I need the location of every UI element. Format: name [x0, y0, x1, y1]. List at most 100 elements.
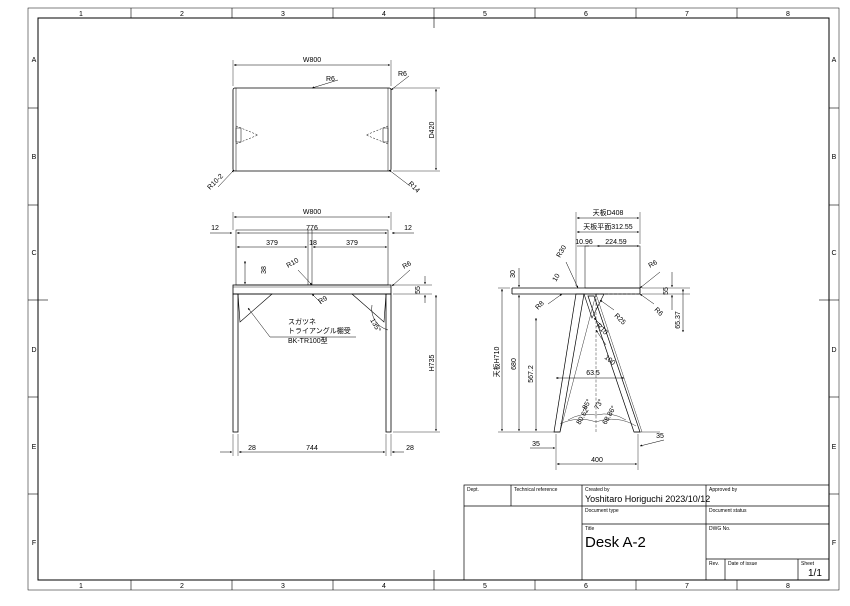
note-line: BK-TR100型 [288, 336, 328, 345]
row-label: B [32, 154, 37, 161]
dim-value: 680 [511, 358, 518, 370]
front-view [210, 212, 440, 456]
column-label: 2 [180, 11, 184, 18]
dim-value: 55 [663, 287, 670, 295]
dim-radius: R10-2 [206, 173, 225, 192]
title-block-grid [463, 484, 830, 581]
column-label: 6 [584, 11, 588, 18]
dim-value: 65.37 [675, 311, 682, 329]
column-label: 5 [483, 11, 487, 18]
dim-angle: 80.62° [575, 404, 592, 426]
dim-top-depth: 天板D408 [593, 208, 624, 217]
dim-value: 776 [306, 225, 318, 232]
dim-width: W800 [303, 209, 321, 216]
row-label: E [832, 444, 837, 451]
dim-value: 63.5 [586, 370, 600, 377]
note-line: スガツネ [288, 317, 316, 326]
dim-top-plane: 天板平面312.55 [583, 222, 633, 231]
top-view [217, 60, 440, 188]
row-label: D [31, 347, 36, 354]
drawing-title: Desk A-2 [585, 534, 646, 551]
dim-value: 379 [266, 240, 278, 247]
column-label: 1 [79, 11, 83, 18]
dim-depth: D420 [429, 122, 436, 139]
dim-radius: R9 [318, 295, 329, 306]
dim-angle: 135° [368, 317, 382, 334]
column-label: 7 [685, 11, 689, 18]
dim-value: 224.59 [605, 239, 627, 246]
dim-radius: R25 [613, 312, 627, 326]
dim-value: 35 [532, 441, 540, 448]
dim-value: 18 [309, 240, 317, 247]
dim-value: 30 [510, 270, 517, 278]
row-label: D [831, 347, 836, 354]
dim-value: 379 [346, 240, 358, 247]
dim-value: 28 [406, 445, 414, 452]
dept-label: Dept. [467, 487, 479, 493]
created-by-value: Yoshitaro Horiguchi 2023/10/12 [585, 494, 710, 504]
row-label: B [832, 154, 837, 161]
dim-height: H735 [429, 355, 436, 372]
dim-value: 35 [656, 433, 664, 440]
dim-angle: 73° [593, 398, 605, 411]
dim-value: 10.96 [575, 239, 593, 246]
side-view [498, 212, 690, 470]
row-label: A [32, 57, 37, 64]
row-label: F [32, 540, 36, 547]
dim-radius: R6 [402, 260, 413, 271]
column-label: 4 [382, 11, 386, 18]
dim-radius: R10 [595, 322, 609, 336]
dim-radius: R10 [286, 257, 301, 270]
dim-radius: R6 [653, 306, 664, 317]
column-label: 1 [79, 583, 83, 590]
dim-value: 12 [404, 225, 412, 232]
side-view-labels: 天板D408 天板平面312.55 10.96 224.59 R30 R6 10… [492, 208, 682, 464]
rev-label: Rev. [709, 561, 719, 567]
created-by-label: Created by [585, 487, 610, 493]
dim-value: 55 [415, 286, 422, 294]
dim-radius: R8 [534, 300, 545, 311]
dim-radius: R30 [556, 244, 569, 259]
dim-value: 400 [591, 457, 603, 464]
front-view-labels: W800 776 12 12 379 18 379 38 R10 R6 R9 5… [211, 209, 436, 452]
dim-radius: R6 [648, 259, 659, 270]
approved-by-label: Approved by [709, 487, 738, 493]
document-status-label: Document status [709, 508, 747, 514]
column-label: 2 [180, 583, 184, 590]
dwg-no-label: DWG No. [709, 526, 731, 532]
row-label: F [832, 540, 836, 547]
document-type-label: Document type [585, 508, 619, 514]
column-label: 5 [483, 583, 487, 590]
column-label: 3 [281, 583, 285, 590]
column-label: 8 [786, 583, 790, 590]
column-label: 7 [685, 583, 689, 590]
column-label: 3 [281, 11, 285, 18]
dim-value: 38 [261, 266, 268, 274]
tech-ref-label: Technical reference [514, 487, 558, 493]
dim-value: 744 [306, 445, 318, 452]
title-label: Title [585, 526, 595, 532]
column-label: 8 [786, 11, 790, 18]
column-label: 4 [382, 583, 386, 590]
column-label: 6 [584, 583, 588, 590]
created-date: 2023/10/12 [665, 494, 711, 504]
top-view-labels: W800 D420 R6 R6 R10-2 R14 [206, 57, 436, 195]
sheet-number: 1/1 [808, 568, 822, 579]
sheet-label: Sheet [801, 561, 815, 567]
row-label: E [32, 444, 37, 451]
dim-radius: R14 [407, 180, 421, 194]
row-label: C [31, 250, 36, 257]
sheet-frame [27, 7, 840, 591]
border-labels: 1 2 3 4 5 6 7 8 1 2 3 4 5 6 7 8 A B C D … [31, 11, 836, 590]
dim-value: 28 [248, 445, 256, 452]
dim-value: 12 [211, 225, 219, 232]
dim-value: 567.2 [528, 365, 535, 383]
note-line: トライアングル棚受 [288, 326, 351, 335]
row-label: A [832, 57, 837, 64]
date-of-issue-label: Date of issue [728, 561, 758, 567]
dim-radius: R6 [398, 71, 407, 78]
dim-radius: R6 [326, 76, 335, 83]
dim-value: 10 [552, 273, 562, 283]
